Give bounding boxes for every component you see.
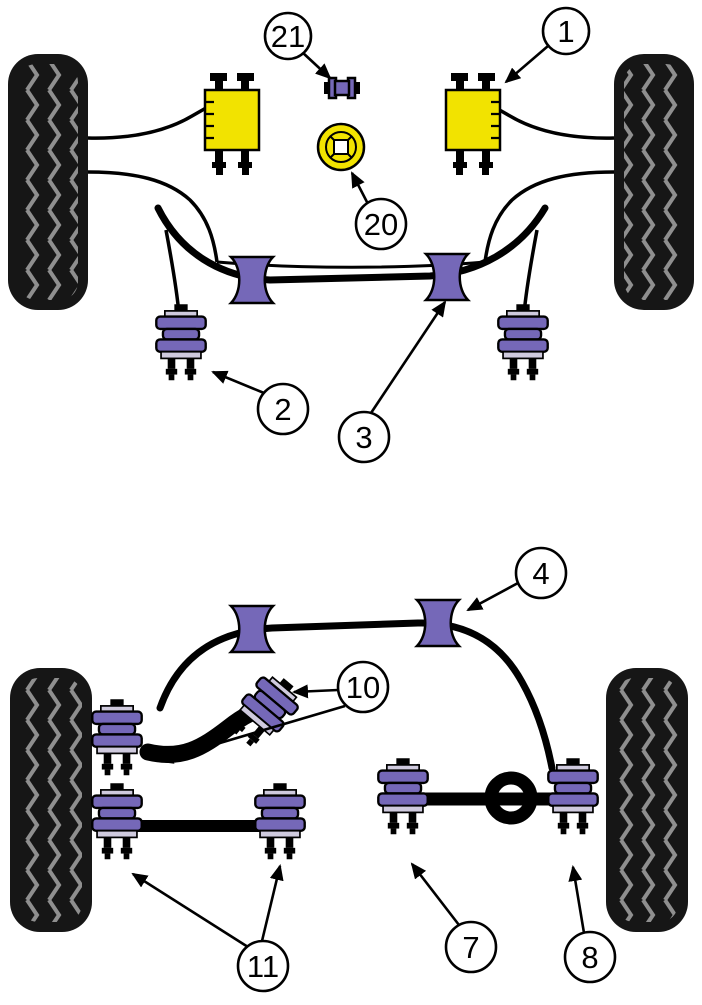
callout-7: 7 <box>410 862 498 974</box>
callout-label: 2 <box>274 392 291 427</box>
callout-3: 3 <box>337 300 447 464</box>
callout-arrow <box>131 872 249 949</box>
rear-trailing-arm-ring <box>484 771 538 825</box>
rear-left-tire <box>10 668 92 932</box>
rear-suspension-diagram: 4 10 11 7 8 <box>10 546 688 993</box>
callout-arrow <box>260 864 284 942</box>
callout-arrow <box>157 704 346 764</box>
callout-arrow <box>568 865 586 934</box>
front-lower-bush-right <box>497 303 549 382</box>
rear-arm-bush-front <box>377 757 429 836</box>
callout-11: 11 <box>131 864 290 993</box>
callout-4: 4 <box>466 546 568 612</box>
callout-circle <box>541 6 591 56</box>
front-left-tire <box>8 54 88 310</box>
front-lower-bush-left <box>155 303 207 382</box>
callout-label: 10 <box>346 670 380 705</box>
callout-arrow <box>301 51 332 80</box>
callout-circle <box>337 410 391 464</box>
callout-circle <box>256 382 310 436</box>
callout-21: 21 <box>263 11 332 80</box>
rear-lower-arm-bush-right <box>254 782 306 861</box>
callout-arrow <box>504 45 549 84</box>
callout-label: 11 <box>247 949 279 984</box>
callout-label: 1 <box>557 14 574 49</box>
callout-label: 7 <box>462 930 479 965</box>
callout-label: 4 <box>532 556 549 591</box>
callout-arrow <box>211 370 265 395</box>
rear-right-tire <box>606 668 688 932</box>
callout-arrow <box>369 300 447 414</box>
rear-arm-bush-rear <box>547 757 599 836</box>
callout-circle <box>514 546 568 600</box>
round-engine-mount <box>316 122 366 172</box>
callout-10: 10 <box>157 660 390 764</box>
callout-circle <box>563 930 617 984</box>
callout-arrow <box>410 862 461 926</box>
front-anti-roll-bar <box>154 204 549 284</box>
front-suspension-diagram: 21 1 20 2 3 <box>8 6 694 464</box>
rear-upper-arm-bush-outer <box>91 698 143 777</box>
callout-label: 20 <box>364 207 398 242</box>
callout-label: 8 <box>581 940 598 975</box>
callout-label: 3 <box>355 420 372 455</box>
small-mount-bush <box>322 76 362 100</box>
callout-circle <box>444 920 498 974</box>
rear-upper-arm-bush-inner <box>221 665 309 756</box>
callout-1: 1 <box>504 6 591 84</box>
callout-2: 2 <box>211 370 310 436</box>
left-engine-mount <box>203 71 261 177</box>
callout-arrow <box>350 171 370 205</box>
rear-anti-roll-bar <box>156 619 556 772</box>
callout-arrow <box>466 581 519 612</box>
front-right-tire <box>614 54 694 310</box>
callout-8: 8 <box>563 865 617 984</box>
callout-circle <box>236 939 290 993</box>
right-engine-mount <box>444 71 502 177</box>
callout-20: 20 <box>350 171 408 251</box>
callout-circle <box>354 197 408 251</box>
rear-lower-arm-bush-left <box>91 782 143 861</box>
callout-label: 21 <box>271 19 305 54</box>
callout-circle <box>336 660 390 714</box>
callout-circle <box>263 11 313 61</box>
callout-arrow <box>292 684 339 699</box>
